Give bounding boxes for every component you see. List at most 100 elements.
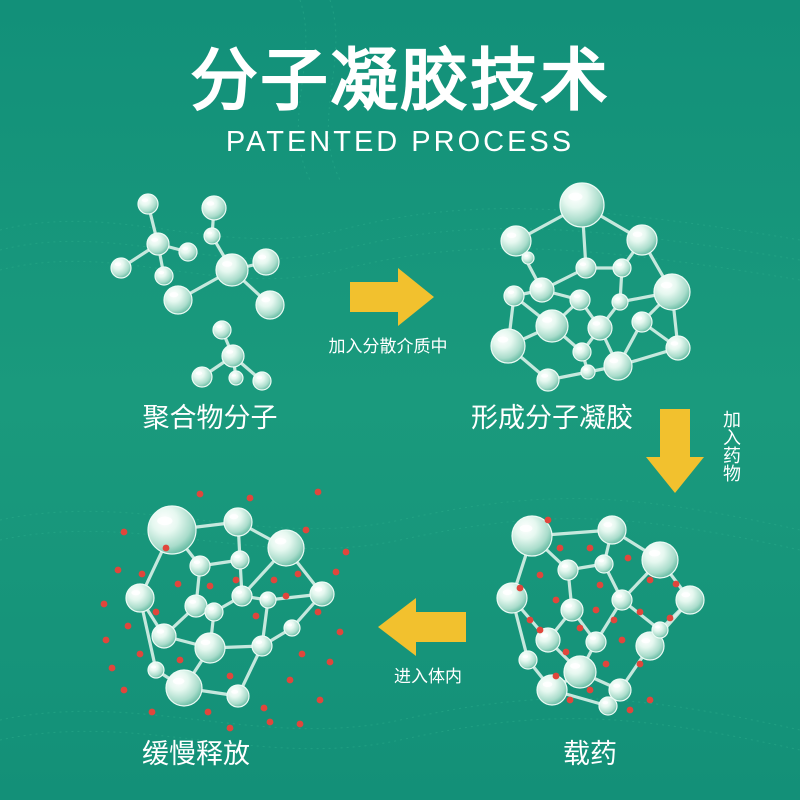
drug-particle <box>536 571 544 579</box>
atom-sphere <box>226 684 250 708</box>
drug-particle <box>138 570 146 578</box>
drug-particle <box>646 576 654 584</box>
drug-particle <box>624 554 632 562</box>
atom-sphere <box>283 619 301 637</box>
atom-spheres <box>496 515 705 716</box>
drug-particle <box>226 724 234 732</box>
drug-particle <box>336 628 344 636</box>
atom-sphere <box>309 581 335 607</box>
atom-sphere <box>231 585 253 607</box>
drug-particle <box>516 584 524 592</box>
atom-spheres <box>110 193 285 391</box>
drug-particle <box>326 658 334 666</box>
drug-particle <box>294 570 302 578</box>
drug-particles <box>516 516 680 714</box>
atom-sphere <box>267 529 305 567</box>
drug-particle <box>596 581 604 589</box>
drug-particle <box>196 490 204 498</box>
drug-particle <box>282 592 290 600</box>
page-subtitle: PATENTED PROCESS <box>225 126 575 158</box>
drug-particle <box>602 660 610 668</box>
atom-sphere <box>184 594 208 618</box>
drug-particle <box>120 686 128 694</box>
drug-particle <box>270 576 278 584</box>
drug-particle <box>286 676 294 684</box>
drug-particle <box>544 516 552 524</box>
drug-particle <box>618 636 626 644</box>
atom-sphere <box>204 602 224 622</box>
arrow-right-icon <box>350 268 434 326</box>
drug-particle <box>586 686 594 694</box>
atom-sphere <box>230 550 250 570</box>
drug-particle <box>552 596 560 604</box>
atom-spheres <box>490 182 691 392</box>
atom-sphere <box>189 555 211 577</box>
arrow-label-add-dispersion: 加入分散介质中 <box>328 337 448 357</box>
drug-particle <box>174 580 182 588</box>
drug-particle <box>260 704 268 712</box>
atom-sphere <box>147 661 165 679</box>
drug-particle <box>556 544 564 552</box>
drug-particle <box>232 576 240 584</box>
drug-particle <box>252 612 260 620</box>
page-title: 分子凝胶技术 <box>189 42 610 121</box>
drug-particle <box>176 656 184 664</box>
drug-particle <box>586 544 594 552</box>
drug-particles <box>100 488 350 732</box>
drug-particle <box>296 720 304 728</box>
drug-particle <box>152 608 160 616</box>
atom-sphere <box>251 635 273 657</box>
atom-spheres <box>125 505 335 708</box>
drug-particle <box>314 488 322 496</box>
drug-particle <box>162 544 170 552</box>
drug-particle <box>108 664 116 672</box>
drug-particle <box>120 528 128 536</box>
drug-particle <box>536 626 544 634</box>
drug-particle <box>342 548 350 556</box>
drug-particle <box>100 600 108 608</box>
drug-particle <box>666 614 674 622</box>
drug-particle <box>114 566 122 574</box>
drug-particle <box>314 608 322 616</box>
step-label-polymer: 聚合物分子 <box>142 403 278 434</box>
arrow-left-icon <box>378 598 466 656</box>
atom-sphere <box>259 591 277 609</box>
drug-particle <box>226 672 234 680</box>
drug-particle <box>148 708 156 716</box>
drug-particle <box>124 622 132 630</box>
drug-particle <box>136 650 144 658</box>
drug-particle <box>592 606 600 614</box>
drug-particle <box>204 708 212 716</box>
atom-sphere <box>165 669 203 707</box>
drug-particle <box>626 706 634 714</box>
atom-sphere <box>223 507 253 537</box>
drug-particle <box>206 582 214 590</box>
atom-sphere <box>147 505 197 555</box>
arrow-down-icon <box>646 409 704 493</box>
drug-particle <box>576 624 584 632</box>
drug-particle <box>610 616 618 624</box>
arrow-label-into-body: 进入体内 <box>394 667 462 687</box>
drug-particle <box>636 608 644 616</box>
step-label-drug-loading: 载药 <box>563 739 617 770</box>
drug-particle <box>298 650 306 658</box>
drug-particle <box>266 718 274 726</box>
drug-particle <box>316 696 324 704</box>
step-label-slow-release: 缓慢释放 <box>142 739 250 770</box>
drug-particle <box>552 672 560 680</box>
drug-particle <box>302 526 310 534</box>
arrow-label-add-drug: 加入药物 <box>720 410 741 482</box>
drug-particle <box>646 696 654 704</box>
drug-particle <box>102 636 110 644</box>
step-label-gel: 形成分子凝胶 <box>471 403 633 434</box>
drug-particle <box>332 568 340 576</box>
drug-particle <box>562 648 570 656</box>
drug-particle <box>636 660 644 668</box>
drug-particle <box>672 580 680 588</box>
